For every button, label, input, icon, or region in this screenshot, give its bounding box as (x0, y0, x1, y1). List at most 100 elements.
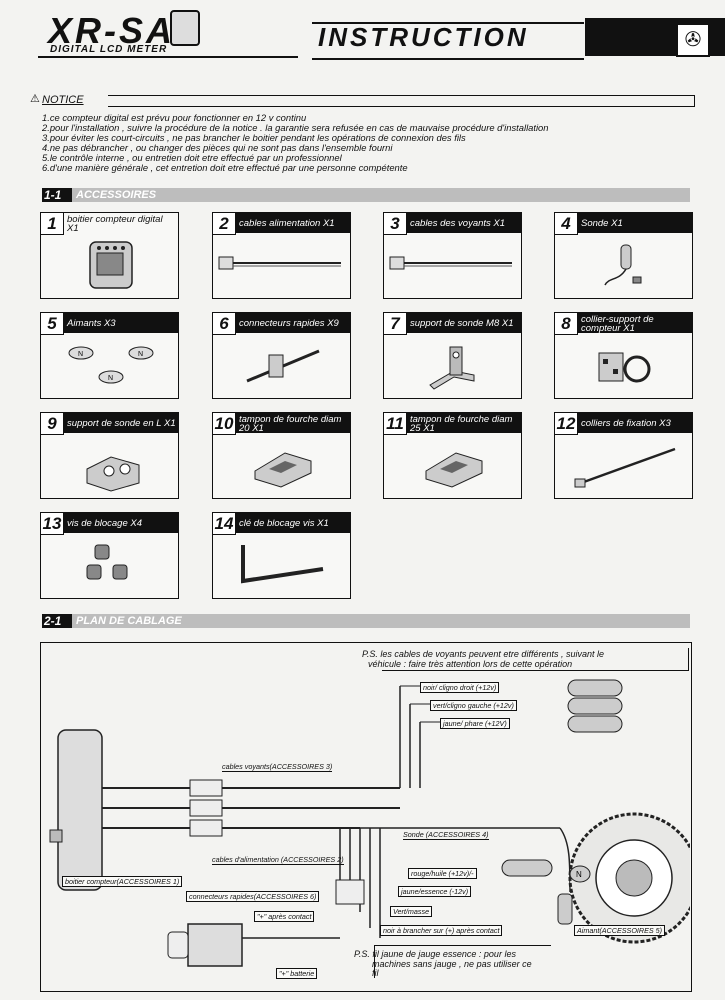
accessory-number: 9 (41, 413, 64, 435)
accessory-card: 9 support de sonde en L X1 (40, 412, 179, 499)
label-cables-alimentation: cables d'alimentation (ACCESSOIRES 2) (212, 855, 344, 865)
notice-list: 1.ce compteur digital est prévu pour fon… (42, 113, 548, 173)
accessory-number: 6 (213, 313, 236, 335)
sensor-bracket-icon (429, 346, 475, 390)
logo-text: XR-SA (48, 10, 176, 51)
notice-heading: NOTICE (42, 94, 84, 106)
label-vert-masse: Vert/masse (390, 906, 433, 917)
magnets-icon: N N N (68, 346, 154, 384)
section-accessoires-bar (42, 188, 690, 202)
accessory-number: 4 (555, 213, 578, 235)
label-noir-brancher: noir à brancher sur (+) après contact (380, 925, 503, 936)
accessory-number: 3 (384, 213, 407, 235)
accessory-card: 6 connecteurs rapides X9 (212, 312, 351, 399)
svg-text:N: N (78, 351, 83, 358)
sensor-icon (604, 244, 642, 286)
fork-pad-20-icon (254, 452, 312, 488)
accessory-number: 2 (213, 213, 236, 235)
wiring-note-bottom: P.S. fil jaune de jauge essence : pour l… (354, 949, 532, 978)
svg-text:N: N (138, 351, 143, 358)
accessory-card: 13 vis de blocage X4 (40, 512, 179, 599)
accessory-number: 5 (41, 313, 64, 335)
accessory-number: 12 (555, 413, 578, 435)
notice-line: 3.pour éviter les court-circuits , ne pa… (42, 132, 466, 143)
page-title: INSTRUCTION (318, 22, 529, 52)
fork-pad-25-icon (425, 452, 483, 488)
notice-line: 1.ce compteur digital est prévu pour fon… (42, 112, 307, 123)
notice-line: 4.ne pas débrancher , ou changer des piè… (42, 142, 393, 153)
accessory-number: 13 (41, 513, 64, 535)
power-cable-icon (218, 256, 341, 270)
label-vert-cligno-gauche: vert/cligno gauche (+12v) (430, 700, 517, 711)
accessory-number: 11 (384, 413, 407, 435)
warning-icon: ⚠ (30, 93, 40, 105)
label-jaune-phare: jaune/ phare (+12V) (440, 718, 510, 729)
accessory-card: 3 cables des voyants X1 (383, 212, 522, 299)
accessory-number: 1 (41, 213, 64, 235)
header-rule (38, 56, 298, 58)
instruction-frame (312, 22, 584, 60)
notice-line: 5.le contrôle interne , ou entretien doi… (42, 152, 342, 163)
accessory-card: 14 clé de blocage vis X1 (212, 512, 351, 599)
hex-key-icon (241, 545, 324, 584)
section-title: PLAN DE CABLAGE (76, 615, 182, 627)
label-boitier-compteur: boitier compteur(ACCESSOIRES 1) (62, 876, 183, 887)
label-connecteurs-rapides: connecteurs rapides(ACCESSOIRES 6) (186, 891, 320, 902)
svg-text:N: N (576, 870, 582, 879)
accessory-card: 7 support de sonde M8 X1 (383, 312, 522, 399)
meter-box-icon (89, 241, 133, 289)
label-apres-contact: "+" après contact (254, 911, 315, 922)
meter-clamp-icon (598, 352, 651, 383)
label-batterie: "+" batterie (276, 968, 318, 979)
accessory-label: Aimants X3 (67, 318, 116, 329)
wiring-note-top: P.S. les cables de voyants peuvent etre … (362, 649, 604, 669)
wiring-diagram-frame (40, 642, 692, 992)
indicator-cable-icon (389, 256, 512, 270)
accessory-card: 5 Aimants X3 N N N (40, 312, 179, 399)
section-number: 1-1 (42, 188, 72, 202)
label-noir-cligno-droit: noir/ cligno droit (+12v) (420, 682, 500, 693)
label-jaune-essence: jaune/essence (-12v) (398, 886, 472, 897)
accessory-card: 4 Sonde X1 (554, 212, 693, 299)
accessory-number: 10 (213, 413, 236, 435)
label-aimant: Aimant(ACCESSOIRES 5) (574, 925, 666, 936)
set-screws-icon (86, 544, 128, 580)
section-cablage-bar (42, 614, 690, 628)
notice-rule (108, 95, 695, 107)
notice-line: 6.d'une manière générale , cet entretion… (42, 162, 408, 173)
accessory-label: cables alimentation X1 (239, 218, 335, 229)
wiring-note-bottom-rule (374, 945, 551, 978)
logo-subtitle: DIGITAL LCD METER (50, 44, 168, 55)
section-number: 2-1 (42, 614, 72, 628)
quick-connector-icon (246, 349, 320, 383)
tools-icon: ✇ (676, 23, 710, 57)
accessory-label: colliers de fixation X3 (581, 418, 671, 429)
accessory-number: 14 (213, 513, 236, 535)
l-sensor-bracket-icon (86, 456, 140, 492)
label-cables-voyants: cables voyants(ACCESSOIRES 3) (222, 762, 333, 772)
accessory-label: connecteurs rapides X9 (239, 318, 339, 329)
accessory-label: support de sonde en L X1 (67, 418, 176, 429)
accessory-label: cables des voyants X1 (410, 218, 506, 229)
wiring-note-rule (382, 648, 689, 671)
accessory-label: Sonde X1 (581, 218, 623, 229)
wiring-diagram: N (49, 679, 690, 967)
section-title: ACCESSOIRES (76, 189, 157, 201)
accessory-card: 2 cables alimentation X1 (212, 212, 351, 299)
notice-line: 2.pour l'installation , suivre la procéd… (42, 122, 549, 133)
accessory-number: 7 (384, 313, 407, 335)
label-sonde: Sonde (ACCESSOIRES 4) (403, 830, 489, 840)
accessory-label: clé de blocage vis X1 (239, 518, 329, 529)
meter-logo-icon (170, 10, 200, 46)
cable-tie-icon (574, 447, 676, 488)
accessory-number: 8 (555, 313, 578, 335)
accessory-label: vis de blocage X4 (67, 518, 142, 529)
